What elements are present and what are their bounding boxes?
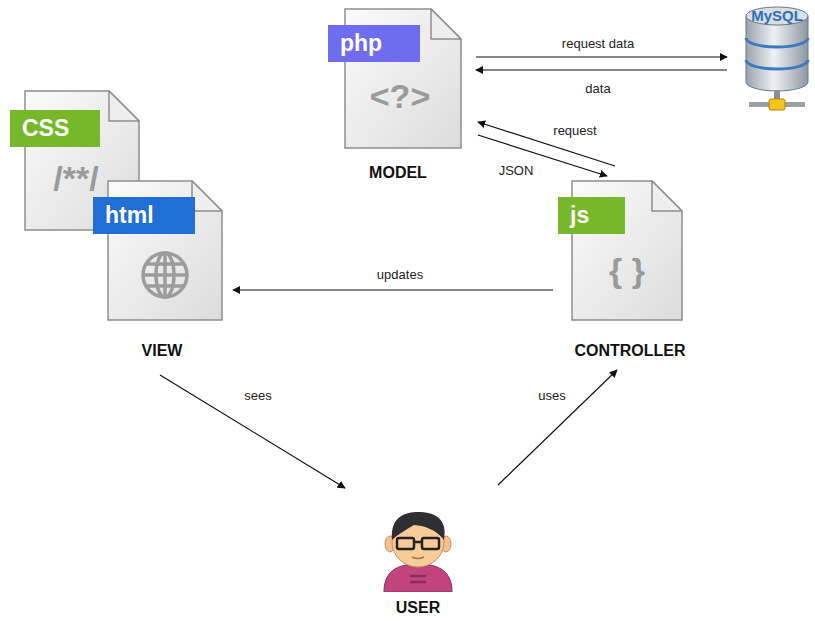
file-node: htmlVIEW [93,180,223,322]
user-figure [370,508,466,592]
database-node: MySQL [743,4,811,118]
edge-label: request [550,123,599,138]
file-badge: js [558,197,625,234]
edge-label: JSON [496,163,537,178]
flow-arrow [476,69,727,70]
file-badge: php [328,25,420,62]
layer-caption: MODEL [369,164,427,182]
edge-label: request data [559,36,637,51]
file-badge: html [93,197,195,234]
layer-caption: CONTROLLER [574,342,685,360]
file-badge: CSS [10,110,100,147]
user-node: USER [370,508,466,592]
code-symbol: /**/ [53,159,98,198]
file-node: php<?>MODEL [328,8,462,150]
flow-arrow [498,370,617,485]
edge-label: sees [241,388,274,403]
edge-label: updates [374,267,426,282]
code-symbol: { } [609,251,645,290]
file-node: js{ }CONTROLLER [558,180,683,322]
actor-caption: USER [396,599,440,617]
flow-arrow [476,56,727,57]
flow-arrow [233,289,553,290]
database-label: MySQL [751,7,803,24]
layer-caption: VIEW [142,342,183,360]
edge-label: data [582,81,613,96]
flow-arrow [478,122,615,166]
globe-icon [143,253,187,297]
code-symbol: <?> [370,77,430,116]
edge-label: uses [535,388,568,403]
flow-arrow [160,375,345,488]
